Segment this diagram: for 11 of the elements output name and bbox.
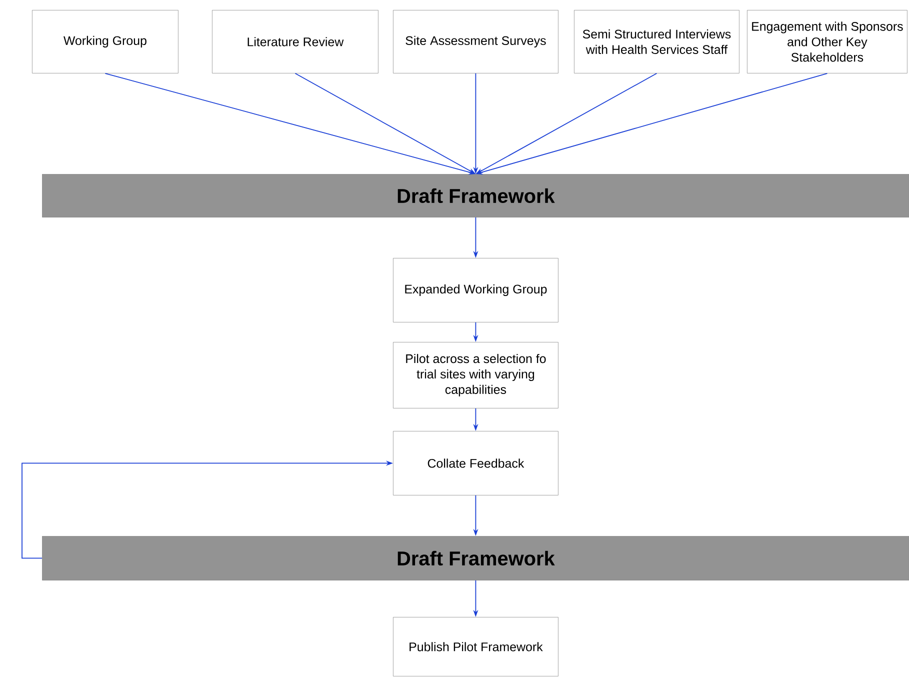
process-box: Site Assessment Surveys (393, 10, 558, 74)
process-box: Pilot across a selection fo trial sites with varying capabilities (393, 342, 558, 408)
process-box: Semi Structured Interviews with Health Services Staff (574, 10, 740, 74)
process-box: Collate Feedback (393, 431, 558, 496)
process-box: Literature Review (212, 10, 378, 74)
framework-band: Draft Framework (42, 536, 909, 580)
process-box: Expanded Working Group (393, 258, 558, 322)
process-box: Working Group (32, 10, 178, 74)
process-box: Publish Pilot Framework (393, 617, 558, 676)
framework-band: Draft Framework (42, 174, 909, 218)
process-box: Engagement with Sponsors and Other Key Stakeholders (747, 10, 908, 74)
